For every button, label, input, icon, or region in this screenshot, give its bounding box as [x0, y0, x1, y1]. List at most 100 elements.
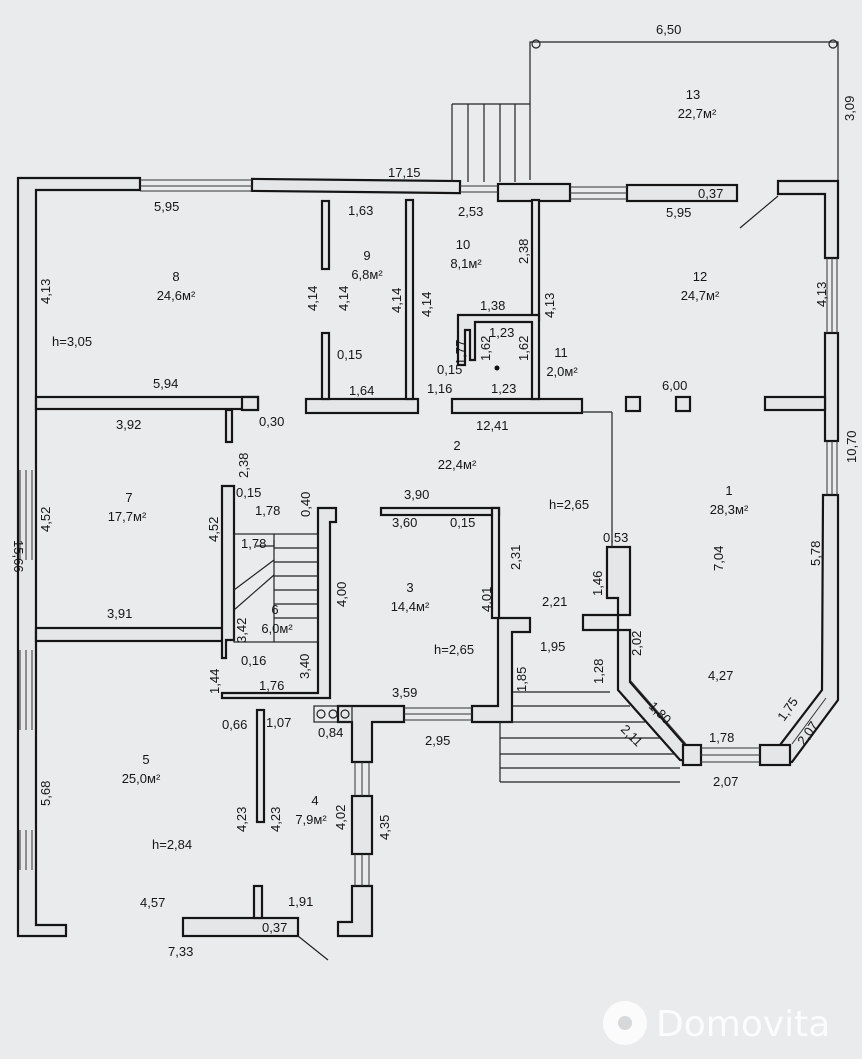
dimension-label: 4,01: [479, 587, 494, 612]
dimension-label: 0,40: [298, 492, 313, 517]
room-10-number: 10: [456, 237, 470, 252]
room-4-number: 4: [311, 793, 318, 808]
dimension-label: 0,37: [698, 186, 723, 201]
dimension-label: 0,66: [222, 717, 247, 732]
room-11-area: 2,0м²: [546, 364, 578, 379]
internal-staircase: [233, 365, 500, 723]
dimension-label: 2,31: [508, 545, 523, 570]
dimension-label: 4,35: [377, 815, 392, 840]
dimension-label: 2,95: [425, 733, 450, 748]
room-10-area: 8,1м²: [450, 256, 482, 271]
dimension-label: 0,53: [603, 530, 628, 545]
dimension-label: 1,91: [288, 894, 313, 909]
dimension-label: 3,09: [842, 96, 857, 121]
windows: [19, 179, 838, 886]
room-labels: 1 28,3м² 2 22,4м² 3 14,4м² 4 7,9м² 5 25,…: [108, 87, 749, 827]
room-12-area: 24,7м²: [681, 288, 720, 303]
dimension-label: 1,75: [774, 694, 801, 723]
dimension-label: 4,14: [336, 286, 351, 311]
room-2-number: 2: [453, 438, 460, 453]
dimension-label: 4,23: [234, 807, 249, 832]
dimension-label: 5,94: [153, 376, 178, 391]
dimension-label: 2,11: [618, 722, 646, 750]
dimension-label: 2,21: [542, 594, 567, 609]
dimension-label: 4,13: [814, 282, 829, 307]
dimension-label: 1,78: [241, 536, 266, 551]
room-8-area: 24,6м²: [157, 288, 196, 303]
entrance-steps: [499, 411, 680, 783]
dimension-label: 2,53: [458, 204, 483, 219]
watermark: Domovita: [603, 1001, 830, 1045]
dimension-label: 7,33: [168, 944, 193, 959]
dimension-label: 2,07: [713, 774, 738, 789]
watermark-text: Domovita: [656, 1004, 830, 1045]
dimension-label: 0,37: [262, 920, 287, 935]
room-7-number: 7: [125, 490, 132, 505]
dimension-labels: 6,50 3,09 17,15 0,37 5,95 1,63 2,53 5,95…: [11, 22, 859, 959]
dimension-label: 5,95: [666, 205, 691, 220]
room-3-area: 14,4м²: [391, 599, 430, 614]
room-13-area: 22,7м²: [678, 106, 717, 121]
dimension-label: 1,77: [453, 340, 468, 365]
dimension-label: 0,84: [318, 725, 343, 740]
dimension-label: 17,15: [388, 165, 421, 180]
dimension-label: 0,16: [241, 653, 266, 668]
dimension-label: 1,46: [590, 571, 605, 596]
dimension-label: 10,70: [844, 430, 859, 463]
dimension-label: 0,15: [437, 362, 462, 377]
dimension-label: 4,14: [419, 292, 434, 317]
dimension-label: 3,91: [107, 606, 132, 621]
room-6-number: 6: [271, 602, 278, 617]
dimension-label: 1,63: [348, 203, 373, 218]
dimension-label: 3,42: [234, 618, 249, 643]
room-3-number: 3: [406, 580, 413, 595]
room-8-number: 8: [172, 269, 179, 284]
room-2-area: 22,4м²: [438, 457, 477, 472]
outer-walls: [16, 176, 840, 938]
dimension-label: 3,60: [392, 515, 417, 530]
dimension-label: 5,68: [38, 781, 53, 806]
dimension-label: 1,23: [489, 325, 514, 340]
room-13-number: 13: [686, 87, 700, 102]
dimension-label: 3,40: [297, 654, 312, 679]
dimension-label: 15,66: [11, 540, 26, 573]
dimension-label: 1,16: [427, 381, 452, 396]
height-label: h=2,84: [152, 837, 192, 852]
dimension-label: 1,62: [478, 336, 493, 361]
ceiling-heights: h=3,05 h=2,65 h=2,65 h=2,84: [52, 334, 589, 852]
dimension-label: 3,59: [392, 685, 417, 700]
dimension-label: 4,52: [38, 507, 53, 532]
dimension-label: 5,95: [154, 199, 179, 214]
dimension-label: 1,62: [516, 336, 531, 361]
dimension-label: 1,38: [480, 298, 505, 313]
dimension-label: 4,14: [305, 286, 320, 311]
dimension-label: 1,44: [207, 669, 222, 694]
dimension-label: 1,78: [255, 503, 280, 518]
room-1-number: 1: [725, 483, 732, 498]
room-5-area: 25,0м²: [122, 771, 161, 786]
dimension-label: 5,78: [808, 541, 823, 566]
room-6-area: 6,0м²: [261, 621, 293, 636]
dimension-label: 4,23: [268, 807, 283, 832]
dimension-label: 0,15: [236, 485, 261, 500]
room-9-number: 9: [363, 248, 370, 263]
dimension-label: 2,38: [236, 453, 251, 478]
dimension-label: 4,13: [542, 293, 557, 318]
height-label: h=3,05: [52, 334, 92, 349]
dimension-label: 4,13: [38, 279, 53, 304]
interior-walls: [34, 198, 827, 824]
dimension-label: 2,38: [516, 239, 531, 264]
dimension-label: 12,41: [476, 418, 509, 433]
height-label: h=2,65: [549, 497, 589, 512]
dimension-label: 0,30: [259, 414, 284, 429]
room-7-area: 17,7м²: [108, 509, 147, 524]
dimension-label: 1,76: [259, 678, 284, 693]
dimension-label: 6,00: [662, 378, 687, 393]
dimension-label: 1,78: [709, 730, 734, 745]
dimension-label: 4,57: [140, 895, 165, 910]
room-5-number: 5: [142, 752, 149, 767]
dimension-label: 1,23: [491, 381, 516, 396]
room-1-area: 28,3м²: [710, 502, 749, 517]
dimension-label: 0,15: [337, 347, 362, 362]
